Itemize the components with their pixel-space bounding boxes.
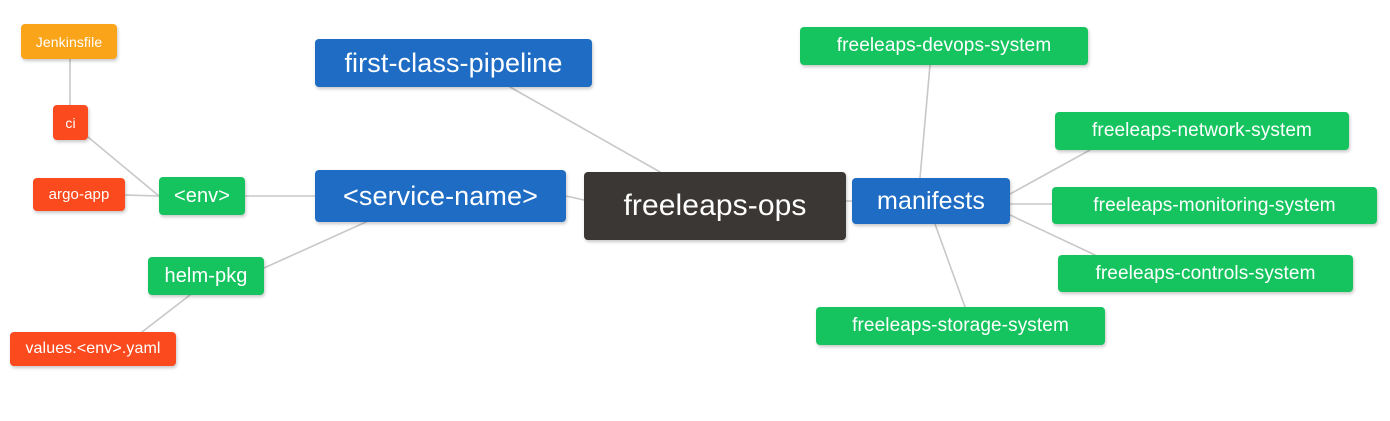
node-freeleaps-controls-system[interactable]: freeleaps-controls-system <box>1058 255 1353 292</box>
node-freeleaps-network-system[interactable]: freeleaps-network-system <box>1055 112 1349 150</box>
edge-servicename-ops <box>565 195 585 201</box>
node-env[interactable]: <env> <box>159 177 245 215</box>
edge-manifests-controls <box>1009 214 1096 256</box>
edge-manifests-network <box>1009 149 1091 195</box>
edge-valuesyaml-helmpkg <box>141 294 191 333</box>
node-jenkinsfile[interactable]: Jenkinsfile <box>21 24 117 59</box>
node-freeleaps-monitoring-system[interactable]: freeleaps-monitoring-system <box>1052 187 1377 224</box>
node-freeleaps-storage-system[interactable]: freeleaps-storage-system <box>816 307 1105 345</box>
edge-firstclass-ops <box>509 86 661 173</box>
node-manifests[interactable]: manifests <box>852 178 1010 224</box>
node-first-class-pipeline[interactable]: first-class-pipeline <box>315 39 592 87</box>
node-freeleaps-devops-system[interactable]: freeleaps-devops-system <box>800 27 1088 65</box>
edge-argoapp-env <box>124 194 160 197</box>
edge-ci-env <box>87 136 160 197</box>
edge-manifests-devops <box>919 64 931 179</box>
node-service-name[interactable]: <service-name> <box>315 170 566 222</box>
edge-helmpkg-servicename <box>263 221 367 269</box>
node-argo-app[interactable]: argo-app <box>33 178 125 211</box>
node-helm-pkg[interactable]: helm-pkg <box>148 257 264 295</box>
node-values-yaml[interactable]: values.<env>.yaml <box>10 332 176 366</box>
edge-manifests-storage <box>934 223 966 308</box>
node-ci[interactable]: ci <box>53 105 88 140</box>
node-freeleaps-ops[interactable]: freeleaps-ops <box>584 172 846 240</box>
